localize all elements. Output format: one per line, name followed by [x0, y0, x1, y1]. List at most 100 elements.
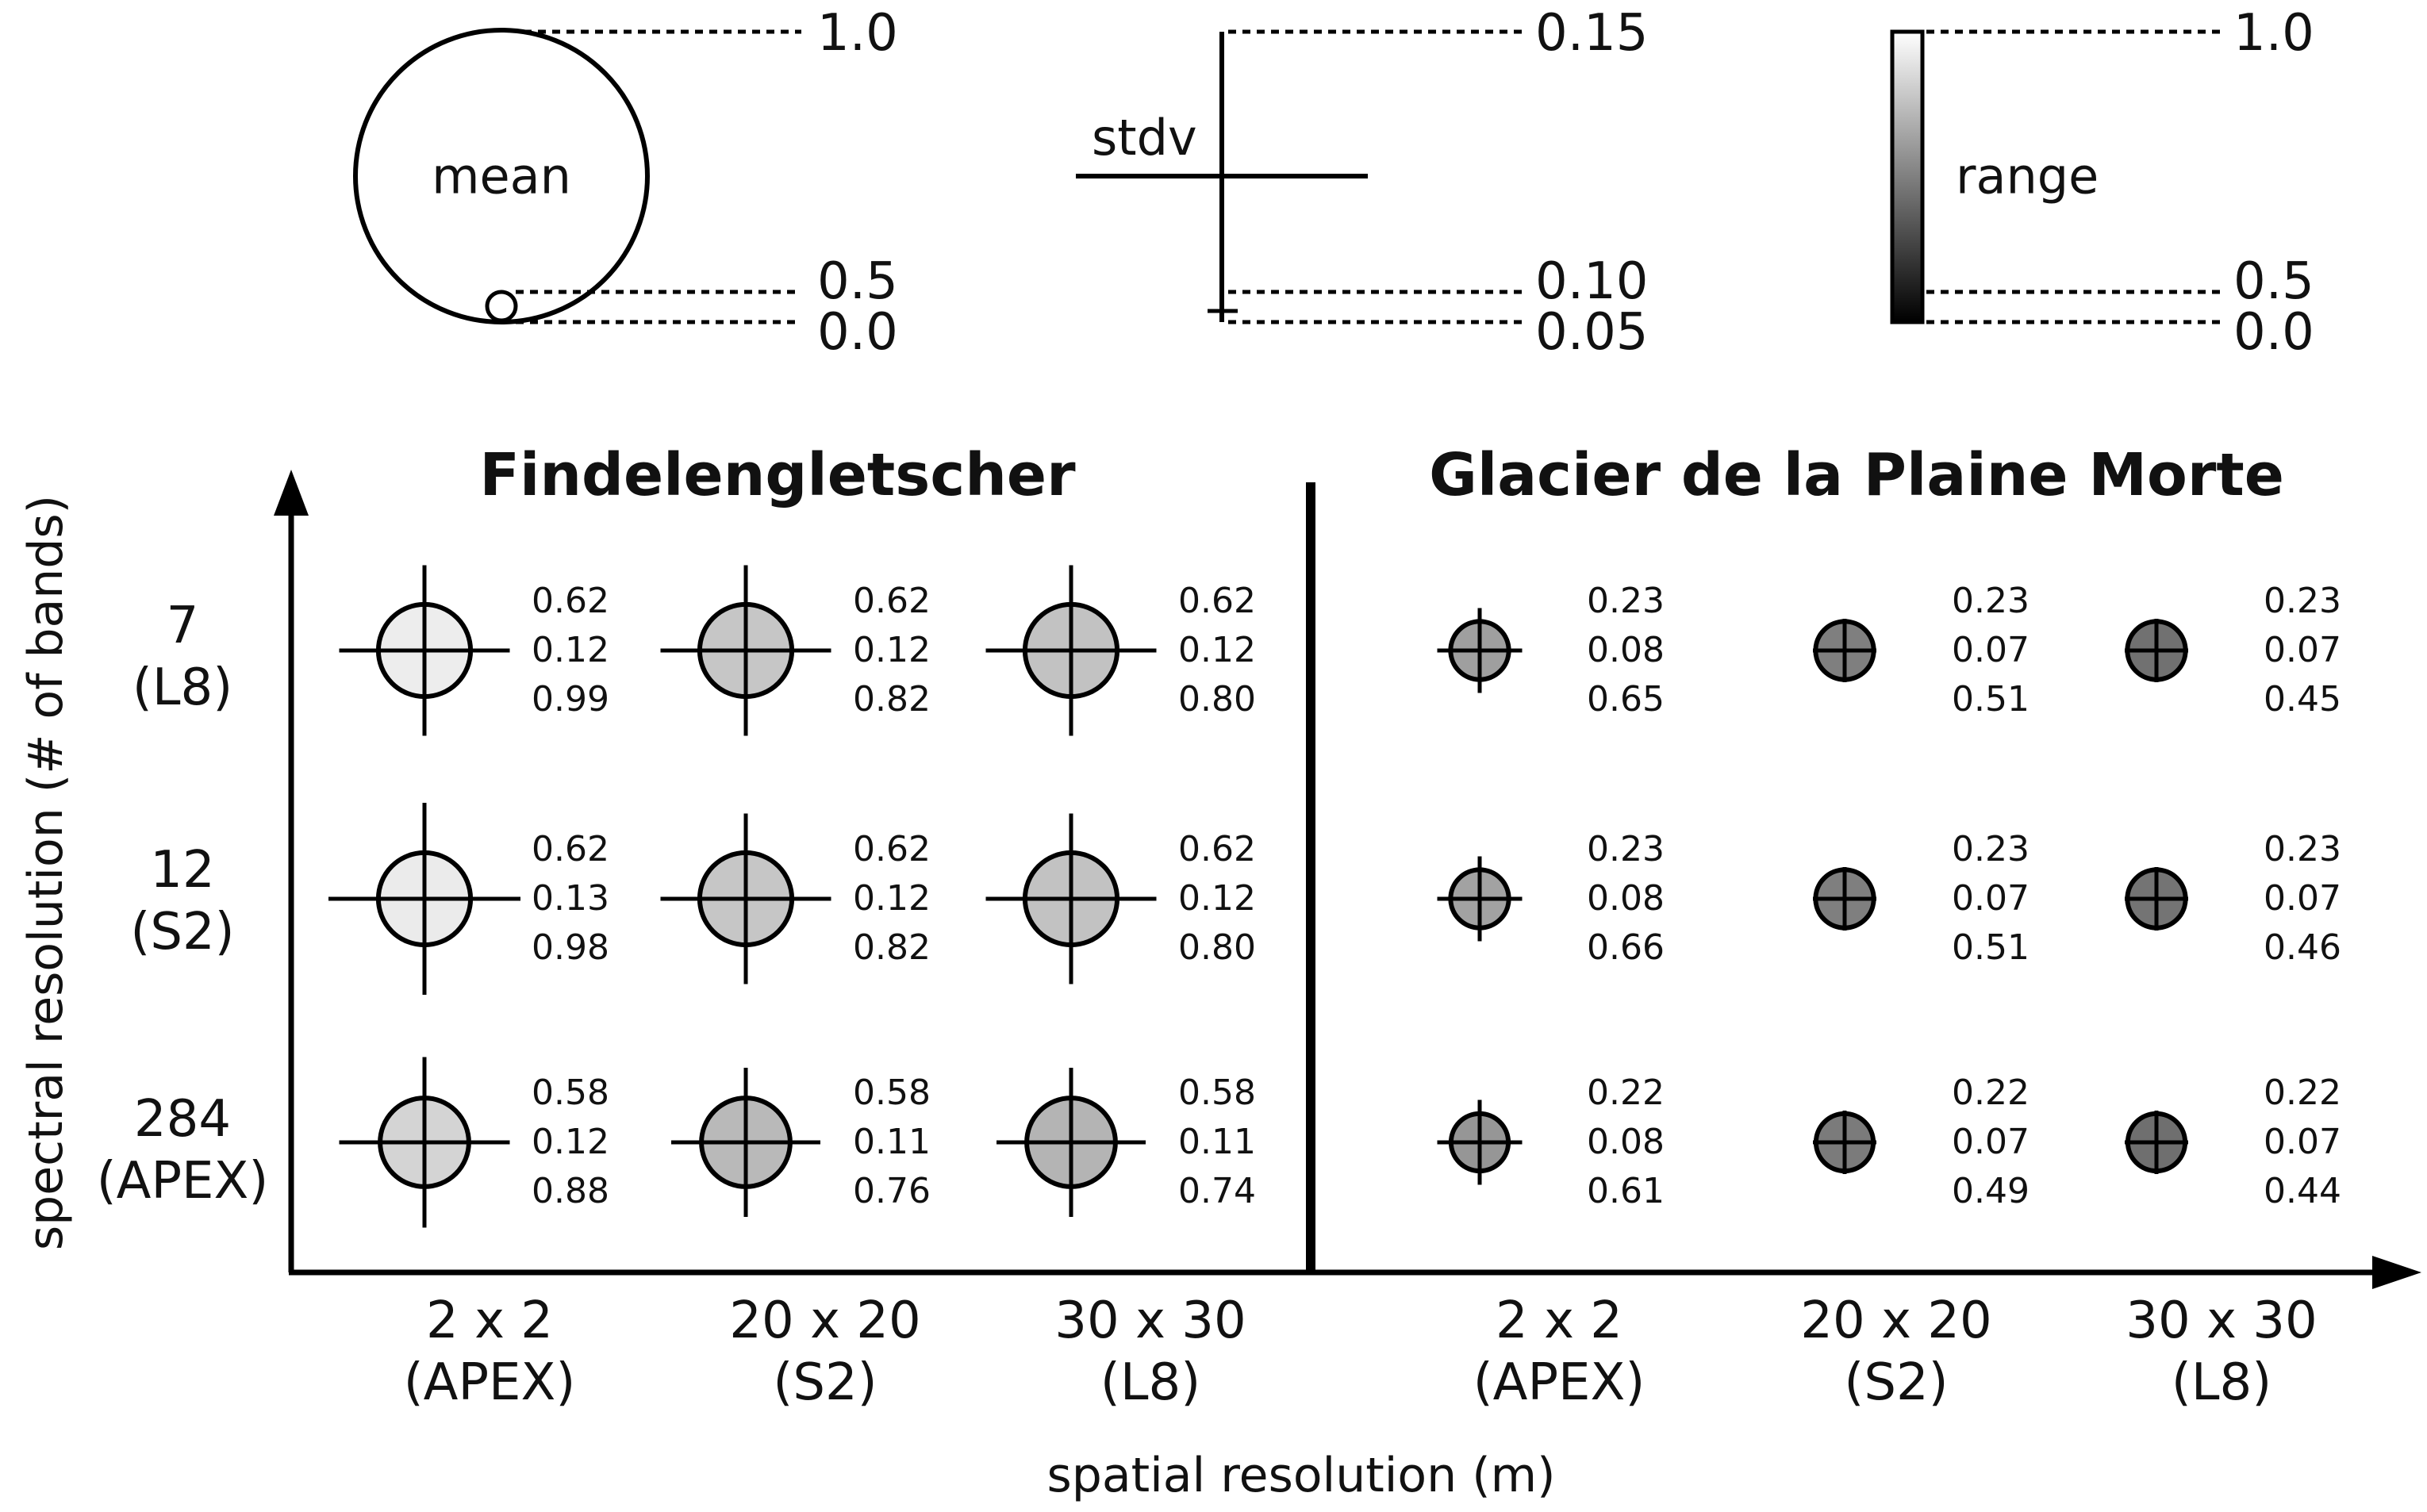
- cell-plaine-morte-s2-l8-mean-value: 0.23: [2264, 829, 2341, 869]
- cell-plaine-morte-s2-s2-mean-value: 0.23: [1952, 829, 2030, 869]
- cell-plaine-morte-l8-s2-stdv-value: 0.07: [1952, 630, 2030, 670]
- cell-plaine-morte-s2-apex-stdv-value: 0.08: [1587, 878, 1665, 919]
- cell-findelen-s2-apex-range-value: 0.98: [532, 927, 609, 968]
- legend-range-tick-mid: 0.5: [2233, 252, 2314, 311]
- legend-range: range 1.0 0.5 0.0: [1890, 4, 2314, 362]
- col-label-f-l8-sensor: (L8): [1100, 1353, 1200, 1412]
- cell-findelen-s2-l8-stdv-value: 0.12: [1178, 878, 1256, 919]
- cell-findelen-l8-l8-stdv-value: 0.12: [1178, 630, 1256, 670]
- legend-stdv-tick-high: 0.15: [1535, 4, 1649, 63]
- cell-findelen-apex-l8-stdv-value: 0.11: [1178, 1122, 1256, 1162]
- cell-plaine-morte-apex-apex-stdv-value: 0.08: [1587, 1122, 1665, 1162]
- axes: [274, 470, 2421, 1289]
- panel-title-findelengletscher: Findelengletscher: [479, 441, 1076, 509]
- cell-findelen-s2-apex-stdv-value: 0.13: [532, 878, 609, 919]
- cell-plaine-morte-apex-l8-range-value: 0.44: [2264, 1171, 2341, 1211]
- cell-findelen-l8-s2: 0.620.120.82: [660, 565, 931, 736]
- cell-plaine-morte-s2-apex-range-value: 0.66: [1587, 927, 1665, 968]
- row-label-apex-sensor: (APEX): [97, 1152, 269, 1211]
- cell-findelen-s2-l8: 0.62 0.12 0.80: [985, 813, 1256, 984]
- cell-findelen-s2-s2: 0.62 0.12 0.82: [660, 813, 931, 984]
- x-axis-title: spatial resolution (m): [1046, 1448, 1555, 1503]
- col-label-p-s2-size: 20 x 20: [1800, 1291, 1991, 1350]
- legend-mean-tick-high: 1.0: [817, 4, 898, 63]
- legend-stdv-tick-mid: 0.10: [1535, 252, 1649, 311]
- cell-plaine-morte-s2-l8-range-value: 0.46: [2264, 927, 2341, 968]
- panel-title-plaine-morte: Glacier de la Plaine Morte: [1429, 441, 2284, 509]
- col-label-p-l8-sensor: (L8): [2172, 1353, 2271, 1412]
- cell-findelen-l8-apex-stdv-value: 0.12: [532, 630, 609, 670]
- legend-stdv-tick-low: 0.05: [1535, 303, 1649, 362]
- cell-findelen-l8-l8: 0.620.120.80: [985, 565, 1256, 736]
- cell-findelen-apex-s2: 0.580.110.76: [671, 1068, 931, 1217]
- cell-plaine-morte-l8-l8-stdv-value: 0.07: [2264, 630, 2341, 670]
- cell-plaine-morte-apex-l8: 0.22 0.07 0.44: [2125, 1073, 2341, 1211]
- cell-plaine-morte-apex-s2: 0.220.070.49: [1813, 1073, 2030, 1211]
- cell-plaine-morte-s2-l8: 0.23 0.07 0.46: [2125, 829, 2341, 968]
- legend-mean-label: mean: [432, 148, 571, 205]
- cell-findelen-s2-s2-mean-value: 0.62: [853, 829, 931, 869]
- y-axis-arrowhead: [274, 470, 309, 516]
- cell-findelen-apex-s2-stdv-value: 0.11: [853, 1122, 931, 1162]
- cell-findelen-s2-l8-range-value: 0.80: [1178, 927, 1256, 968]
- cell-plaine-morte-l8-apex-stdv-value: 0.08: [1587, 630, 1665, 670]
- cell-plaine-morte-l8-s2: 0.23 0.07 0.51: [1813, 581, 2030, 720]
- cell-findelen-s2-apex: 0.62 0.13 0.98: [328, 803, 609, 995]
- cell-plaine-morte-l8-s2-mean-value: 0.23: [1952, 581, 2030, 621]
- cell-findelen-l8-apex: 0.62 0.12 0.99: [339, 565, 609, 736]
- cell-findelen-l8-s2-mean-value: 0.62: [853, 581, 931, 621]
- row-label-l8-bands: 7: [167, 597, 199, 655]
- cell-plaine-morte-s2-s2-stdv-value: 0.07: [1952, 878, 2030, 919]
- cell-plaine-morte-l8-l8: 0.23 0.07 0.45: [2125, 581, 2341, 720]
- cell-findelen-apex-apex-mean-value: 0.58: [532, 1073, 609, 1113]
- cell-findelen-s2-apex-mean-value: 0.62: [532, 829, 609, 869]
- cell-plaine-morte-s2-s2: 0.230.070.51: [1813, 829, 2030, 968]
- legend-stdv-leaders: [1228, 29, 1523, 324]
- row-label-s2-sensor: (S2): [130, 903, 234, 961]
- legend-range-leaders: [1926, 29, 2222, 324]
- cell-plaine-morte-l8-apex-mean-value: 0.23: [1587, 581, 1665, 621]
- cell-findelen-apex-apex-range-value: 0.88: [532, 1171, 609, 1211]
- cell-plaine-morte-apex-apex-range-value: 0.61: [1587, 1171, 1665, 1211]
- row-labels: 7 (L8) 12 (S2) 284 (APEX): [97, 597, 269, 1211]
- cell-findelen-apex-l8-mean-value: 0.58: [1178, 1073, 1256, 1113]
- cell-findelen-apex-s2-mean-value: 0.58: [853, 1073, 931, 1113]
- legend-mean-tick-low: 0.0: [817, 303, 898, 362]
- x-axis-arrowhead: [2372, 1256, 2421, 1289]
- legend-range-tick-high: 1.0: [2233, 4, 2314, 63]
- cell-plaine-morte-s2-apex: 0.23 0.08 0.66: [1437, 829, 1665, 968]
- cell-findelen-apex-l8-range-value: 0.74: [1178, 1171, 1256, 1211]
- cell-findelen-s2-s2-stdv-value: 0.12: [853, 878, 931, 919]
- cell-plaine-morte-s2-l8-stdv-value: 0.07: [2264, 878, 2341, 919]
- col-label-p-apex-sensor: (APEX): [1473, 1353, 1646, 1412]
- cell-plaine-morte-l8-s2-range-value: 0.51: [1952, 679, 2030, 720]
- cell-plaine-morte-apex-l8-mean-value: 0.22: [2264, 1073, 2341, 1113]
- cell-plaine-morte-s2-apex-mean-value: 0.23: [1587, 829, 1665, 869]
- cell-findelen-s2-l8-mean-value: 0.62: [1178, 829, 1256, 869]
- col-label-f-l8-size: 30 x 30: [1054, 1291, 1246, 1350]
- cell-findelen-apex-apex: 0.58 0.12 0.88: [339, 1057, 609, 1228]
- legend-range-colorbar: [1890, 29, 1925, 324]
- legend-stdv: stdv 0.15 0.10 0.05: [1076, 4, 1649, 362]
- cell-plaine-morte-apex-l8-stdv-value: 0.07: [2264, 1122, 2341, 1162]
- legend-mean: mean 1.0 0.5 0.0: [353, 4, 898, 362]
- cell-plaine-morte-l8-l8-range-value: 0.45: [2264, 679, 2341, 720]
- legend-stdv-label: stdv: [1092, 109, 1197, 167]
- col-label-p-l8-size: 30 x 30: [2126, 1291, 2317, 1350]
- cell-findelen-l8-apex-range-value: 0.99: [532, 679, 609, 720]
- cell-findelen-l8-l8-mean-value: 0.62: [1178, 581, 1256, 621]
- cell-plaine-morte-apex-apex: 0.220.080.61: [1437, 1073, 1665, 1211]
- col-label-f-s2-size: 20 x 20: [729, 1291, 920, 1350]
- cell-plaine-morte-l8-apex-range-value: 0.65: [1587, 679, 1665, 720]
- legend-mean-tick-mid: 0.5: [817, 252, 898, 311]
- row-label-l8-sensor: (L8): [132, 658, 232, 717]
- legend-range-tick-low: 0.0: [2233, 303, 2314, 362]
- row-label-apex-bands: 284: [134, 1090, 231, 1149]
- cell-findelen-apex-apex-stdv-value: 0.12: [532, 1122, 609, 1162]
- cell-plaine-morte-l8-apex: 0.23 0.08 0.65: [1437, 581, 1665, 720]
- cell-findelen-l8-s2-range-value: 0.82: [853, 679, 931, 720]
- cell-findelen-l8-apex-mean-value: 0.62: [532, 581, 609, 621]
- cell-plaine-morte-l8-l8-mean-value: 0.23: [2264, 581, 2341, 621]
- cell-findelen-s2-s2-range-value: 0.82: [853, 927, 931, 968]
- cell-plaine-morte-apex-s2-mean-value: 0.22: [1952, 1073, 2030, 1113]
